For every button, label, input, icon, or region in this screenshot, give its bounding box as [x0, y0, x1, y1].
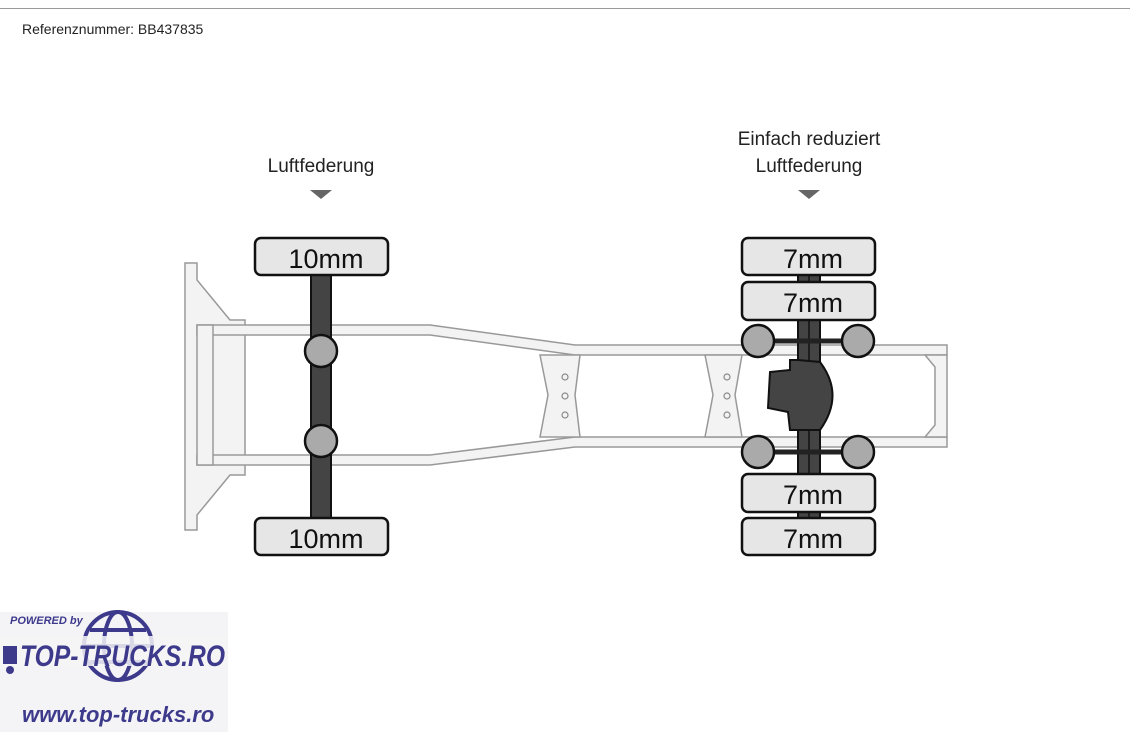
front-hub-top [303, 333, 339, 369]
rear-hub [740, 434, 776, 470]
crossmember-holes [561, 373, 731, 419]
rear-hub [740, 323, 776, 359]
rear-tire-outer-bottom: 7mm [740, 516, 877, 557]
front-tire-top: 10mm [253, 236, 390, 277]
svg-text:POWERED by: POWERED by [10, 615, 84, 627]
reference-number: Referenznummer: BB437835 [22, 21, 204, 37]
front-tire-bottom: 10mm [253, 516, 390, 557]
rear-tire-inner-top: 7mm [740, 280, 877, 322]
front-crossmember [196, 324, 214, 466]
top-trucks-logo: POWERED by TOP-TRUCKS.RO www.top-trucks.… [0, 610, 228, 732]
differential [766, 359, 834, 431]
svg-text:TOP-TRUCKS.RO: TOP-TRUCKS.RO [20, 640, 225, 673]
svg-text:7mm: 7mm [783, 244, 843, 274]
rear-axle-pointer-icon [798, 190, 820, 199]
svg-text:10mm: 10mm [288, 244, 363, 274]
truck-icon [3, 646, 17, 674]
front-hub-bottom [303, 423, 339, 459]
rear-hub [840, 323, 876, 359]
crossmember-1 [539, 354, 581, 438]
rear-tire-inner-bottom: 7mm [740, 472, 877, 514]
front-axle-pointer-icon [310, 190, 332, 199]
svg-text:10mm: 10mm [288, 524, 363, 554]
front-axle-beam [310, 269, 332, 523]
rear-axle-label-line1: Einfach reduziert [738, 129, 881, 150]
svg-text:www.top-trucks.ro: www.top-trucks.ro [22, 702, 214, 727]
top-divider [0, 8, 1130, 9]
rear-axle-label-line2: Luftfederung [756, 156, 863, 177]
front-axle-label: Luftfederung [268, 156, 375, 177]
front-bumper [184, 262, 246, 531]
rear-crossmember [923, 354, 948, 438]
rear-hub [840, 434, 876, 470]
svg-text:7mm: 7mm [783, 288, 843, 318]
svg-text:7mm: 7mm [783, 480, 843, 510]
rear-tire-outer-top: 7mm [740, 236, 877, 277]
svg-text:7mm: 7mm [783, 524, 843, 554]
